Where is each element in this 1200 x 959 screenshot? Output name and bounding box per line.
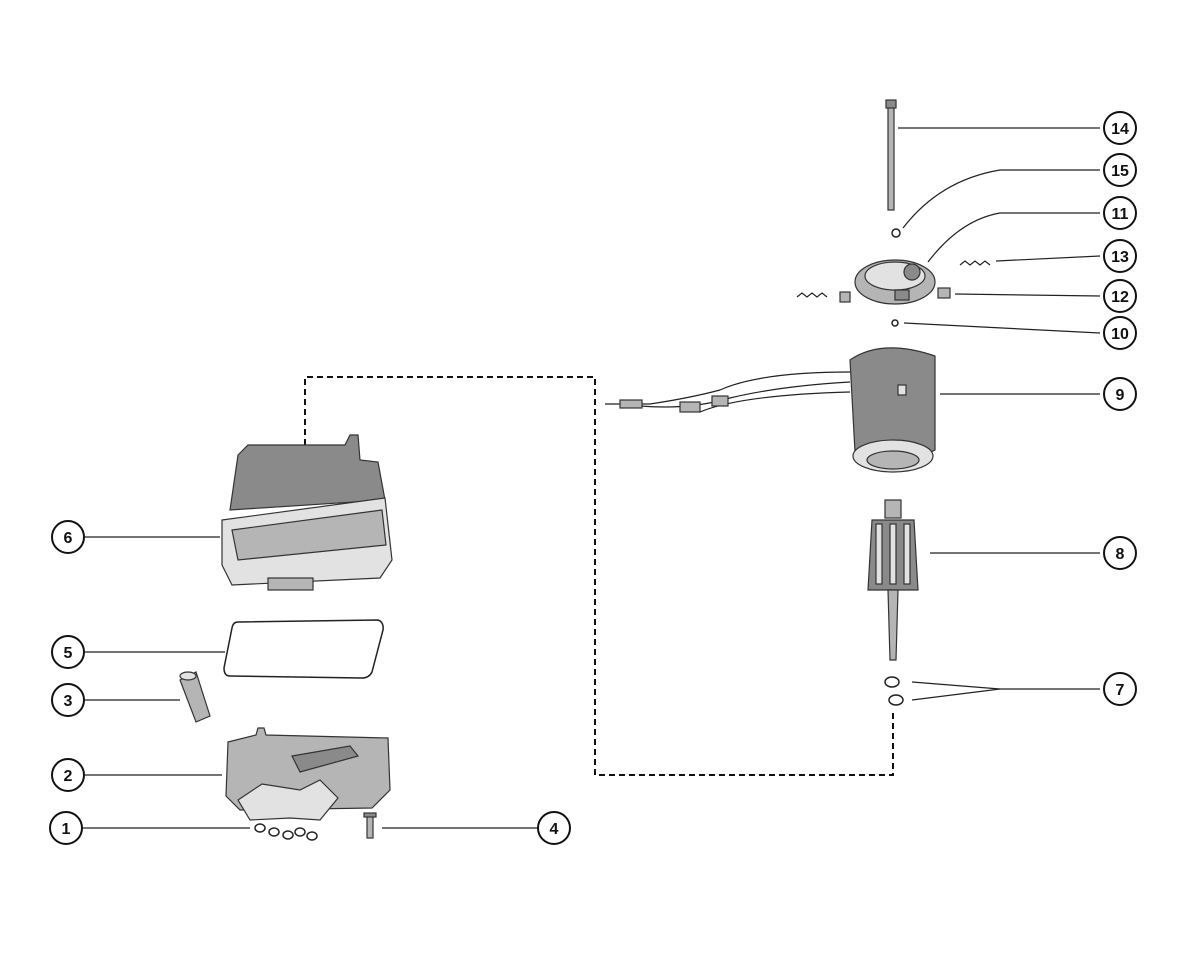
part-13-springs bbox=[796, 260, 991, 298]
part-11-end-head bbox=[854, 259, 936, 305]
callout-10: 10 bbox=[1103, 316, 1137, 350]
callout-11: 11 bbox=[1103, 196, 1137, 230]
assembly-dashed-line bbox=[304, 376, 894, 776]
callout-9-label: 9 bbox=[1116, 387, 1125, 404]
part-1-washers bbox=[254, 823, 318, 841]
callout-4: 4 bbox=[537, 811, 571, 845]
callout-5: 5 bbox=[51, 635, 85, 669]
callout-15-label: 15 bbox=[1111, 163, 1129, 180]
leader-lines bbox=[82, 127, 1101, 829]
callout-4-label: 4 bbox=[550, 821, 559, 838]
callout-2-label: 2 bbox=[64, 768, 73, 785]
callout-11-label: 11 bbox=[1112, 206, 1129, 223]
callout-7: 7 bbox=[1103, 672, 1137, 706]
part-15-washer bbox=[891, 228, 901, 238]
callout-8: 8 bbox=[1103, 536, 1137, 570]
callout-2: 2 bbox=[51, 758, 85, 792]
callout-14-label: 14 bbox=[1111, 121, 1129, 138]
callout-14: 14 bbox=[1103, 111, 1137, 145]
callout-13-label: 13 bbox=[1111, 249, 1129, 266]
part-9-motor-frame bbox=[605, 347, 936, 473]
callout-3-label: 3 bbox=[64, 693, 73, 710]
callout-13: 13 bbox=[1103, 239, 1137, 273]
callout-5-label: 5 bbox=[64, 645, 73, 662]
callout-6-label: 6 bbox=[64, 530, 73, 547]
callout-3: 3 bbox=[51, 683, 85, 717]
callout-9: 9 bbox=[1103, 377, 1137, 411]
part-5-gasket bbox=[223, 619, 384, 679]
callout-15: 15 bbox=[1103, 153, 1137, 187]
callout-10-label: 10 bbox=[1111, 326, 1129, 343]
part-2-base-plate bbox=[225, 727, 391, 821]
callout-1: 1 bbox=[49, 811, 83, 845]
part-12-brushes bbox=[839, 287, 951, 303]
part-6-housing bbox=[221, 434, 393, 591]
callout-12: 12 bbox=[1103, 279, 1137, 313]
part-3-sleeve bbox=[179, 671, 211, 723]
callout-6: 6 bbox=[51, 520, 85, 554]
callout-12-label: 12 bbox=[1111, 289, 1129, 306]
callout-7-label: 7 bbox=[1116, 682, 1125, 699]
part-14-through-bolt bbox=[885, 99, 897, 211]
callout-8-label: 8 bbox=[1116, 546, 1125, 563]
part-10-ball bbox=[891, 319, 899, 327]
part-8-armature bbox=[867, 499, 919, 661]
callout-1-label: 1 bbox=[62, 821, 71, 838]
part-4-screw bbox=[363, 812, 377, 839]
part-7-washers bbox=[884, 676, 904, 706]
